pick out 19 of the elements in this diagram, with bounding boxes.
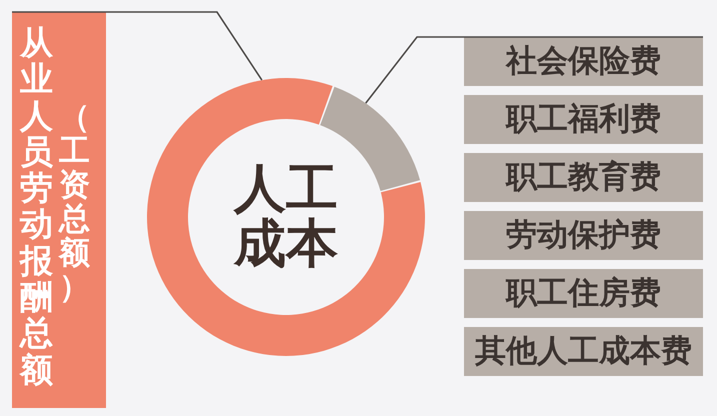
- ring-segment: [147, 78, 425, 356]
- item-panel: [464, 95, 703, 144]
- item-label: 社会保险费: [506, 44, 661, 80]
- leader-line: [12, 11, 263, 81]
- item-label: 职工住房费: [506, 276, 661, 312]
- item-panel: [464, 211, 703, 260]
- vertical-label: 从业人员劳动报酬总额: [20, 25, 53, 388]
- item-panel: [464, 327, 703, 376]
- item-panel: [464, 269, 703, 318]
- center-label: 人工成本: [232, 162, 339, 272]
- item-label: 其他人工成本费: [475, 334, 692, 370]
- category-bar: [12, 12, 106, 408]
- leader-line: [365, 36, 703, 104]
- item-panel: [464, 153, 703, 202]
- item-label: 职工福利费: [506, 102, 661, 138]
- item-panel: [464, 37, 703, 86]
- item-label: 职工教育费: [506, 160, 661, 196]
- item-label: 劳动保护费: [506, 218, 661, 254]
- vertical-label: （工资总额）: [59, 100, 90, 305]
